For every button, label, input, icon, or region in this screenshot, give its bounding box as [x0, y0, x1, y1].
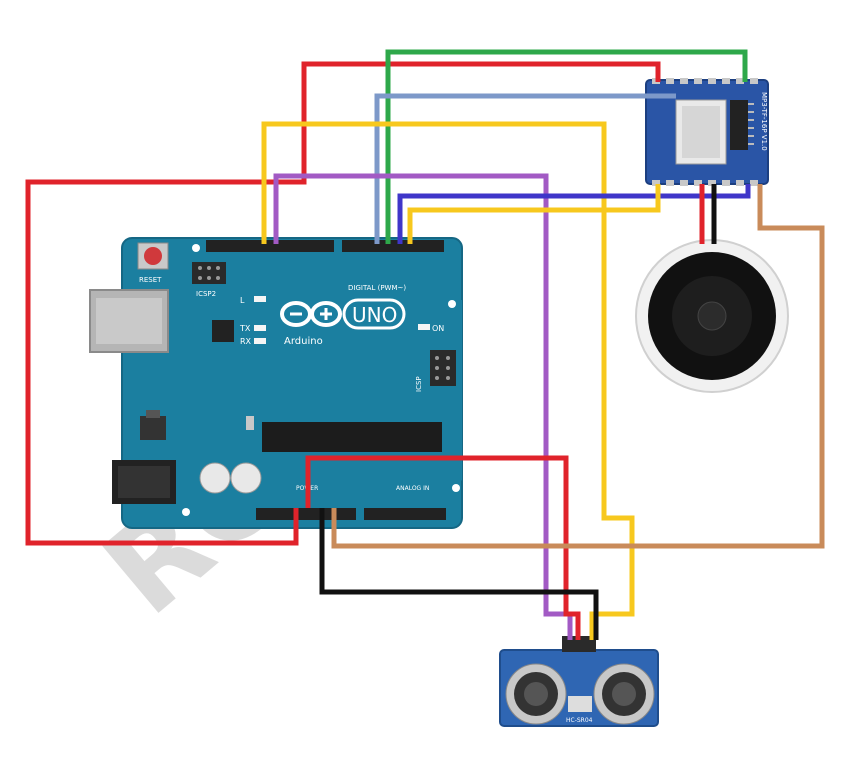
digital-header-right — [342, 240, 444, 252]
led-on — [418, 324, 430, 330]
wire-green — [385, 49, 748, 244]
dc-jack-inner — [118, 466, 170, 498]
arduino-logo: UNO Arduino — [280, 298, 406, 347]
icsp2-label: ICSP2 — [196, 290, 216, 298]
led-l-label: L — [240, 296, 245, 305]
wire-blue-grey — [374, 93, 676, 244]
reset-label: RESET — [139, 276, 162, 284]
wire-blue — [397, 184, 751, 244]
led-on-label: ON — [432, 324, 444, 333]
capacitor-2 — [230, 462, 262, 494]
led-tx-label: TX — [239, 324, 251, 333]
analog-header — [364, 508, 446, 520]
speaker — [635, 239, 789, 393]
led-tx — [254, 325, 266, 331]
wire-yellow-long — [261, 121, 635, 640]
wire-red-sensor — [305, 455, 581, 640]
led-rx-label: RX — [240, 337, 252, 346]
wire-purple — [273, 173, 573, 640]
wire-brown — [331, 184, 825, 549]
wires — [25, 49, 825, 640]
brand-label: Arduino — [284, 336, 323, 347]
icsp2-header — [192, 262, 226, 284]
voltage-regulator — [140, 416, 166, 440]
sensor-crystal — [568, 696, 592, 712]
sensor-label: HC-SR04 — [566, 717, 593, 724]
usb-chip — [212, 320, 234, 342]
mp3-chip — [730, 100, 748, 150]
digital-label: DIGITAL (PWM~) — [348, 284, 406, 292]
wire-black-gnd — [319, 508, 599, 640]
mp3-module: MP3-TF-16P V1.0 — [645, 78, 769, 186]
wire-red-vcc — [25, 61, 661, 546]
uno-label: UNO — [352, 303, 397, 327]
atmega-chip — [262, 422, 442, 452]
capacitor-1 — [199, 462, 231, 494]
icsp-label: ICSP — [415, 376, 423, 392]
reset-button — [144, 247, 162, 265]
usb-inner — [96, 298, 162, 344]
analog-label: ANALOG IN — [396, 485, 429, 492]
wire-yellow-short — [407, 184, 661, 244]
icsp-header — [430, 350, 456, 386]
power-header — [256, 508, 356, 520]
led-l — [254, 296, 266, 302]
mp3-label: MP3-TF-16P V1.0 — [760, 92, 768, 151]
digital-header-left — [206, 240, 334, 252]
ultrasonic-sensor: HC-SR04 — [499, 636, 659, 727]
arduino-uno-board: RESET ICSP2 L TX RX ON UNO Arduino DIGIT… — [89, 237, 463, 529]
led-rx — [254, 338, 266, 344]
